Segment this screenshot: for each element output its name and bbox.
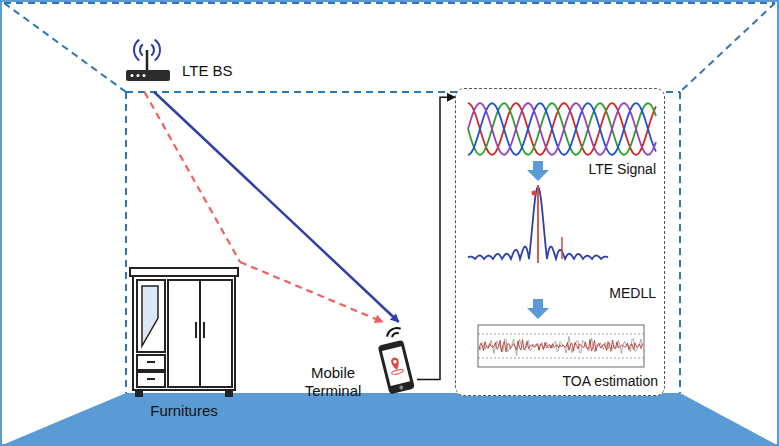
- map-pin-dot: [393, 360, 397, 364]
- router-body: [126, 70, 170, 81]
- handle: [147, 378, 155, 380]
- node-label: Furnitures: [128, 402, 240, 420]
- antenna: [146, 50, 149, 70]
- signal-path: [145, 92, 240, 262]
- phone-body: [378, 340, 415, 395]
- step-arrow: [527, 299, 549, 319]
- handle: [147, 361, 155, 363]
- router-icon: [118, 28, 178, 92]
- phone-screen: [382, 346, 410, 386]
- wardrobe-drawing: [128, 262, 240, 400]
- toa-error-trace: [479, 340, 643, 353]
- door: [168, 280, 200, 387]
- led: [131, 74, 134, 77]
- node-label: Mobile Terminal: [295, 364, 371, 400]
- leg: [136, 390, 142, 396]
- signal-path: [417, 97, 455, 379]
- led: [143, 74, 146, 77]
- leg: [226, 390, 232, 396]
- step-arrow: [527, 161, 549, 181]
- drawer: [137, 355, 165, 370]
- processing-box: LTE SignalMEDLL TOA estimation: [455, 88, 665, 396]
- lte-signal-wave: [468, 103, 656, 154]
- door: [200, 280, 232, 387]
- pin-shadow: [391, 369, 404, 375]
- home-button: [399, 385, 404, 390]
- base-station: LTE BS: [118, 28, 239, 92]
- lte-signal-wave: [468, 103, 656, 155]
- noise-trace: [479, 336, 643, 355]
- phone-icon: [373, 322, 417, 402]
- drawer: [137, 372, 165, 387]
- node-label: MEDLL: [609, 285, 656, 302]
- multipath-marker: [561, 237, 563, 259]
- cornice: [130, 268, 238, 276]
- signal-path: [240, 262, 383, 322]
- node-label: TOA estimation: [563, 373, 658, 390]
- side-door: [137, 280, 165, 352]
- signal-processing-illustration: [456, 89, 666, 397]
- plot-frame: [478, 325, 644, 367]
- wifi-arc: [385, 325, 400, 336]
- map-pin: [390, 356, 400, 370]
- estimate-line: [537, 185, 539, 263]
- lte-signal-wave: [468, 103, 656, 154]
- bound-line: [478, 334, 644, 335]
- estimate-marker: [532, 191, 537, 196]
- led: [137, 74, 140, 77]
- radio-wave: [155, 40, 160, 61]
- handle: [203, 322, 205, 338]
- mirror: [142, 286, 158, 346]
- wardrobe-body: [133, 276, 235, 390]
- radio-wave: [140, 44, 143, 55]
- wifi-arc: [391, 332, 399, 338]
- bound-line: [478, 358, 644, 359]
- radio-wave: [151, 44, 154, 55]
- mobile-terminal: Mobile Terminal: [295, 322, 417, 404]
- node-label: LTE Signal: [589, 161, 656, 178]
- floor: [0, 393, 779, 446]
- lte-signal-wave: [468, 103, 656, 155]
- radio-wave: [134, 40, 139, 61]
- node-label: LTE BS: [182, 62, 233, 80]
- handle: [195, 322, 197, 338]
- furniture: Furnitures: [128, 262, 240, 422]
